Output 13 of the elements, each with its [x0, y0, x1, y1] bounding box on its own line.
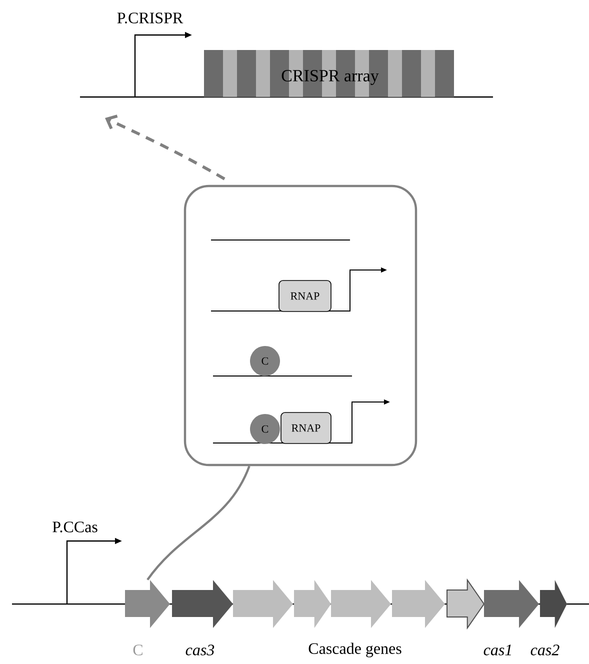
promoter-label: P.CCas: [52, 522, 98, 532]
gene-label: cas3: [186, 644, 214, 656]
gene-label: Cascade genes: [308, 642, 402, 658]
promoter-label: P.CRISPR: [117, 12, 184, 24]
gene-label: C: [133, 644, 142, 656]
rnap-box: RNAP: [280, 412, 332, 444]
gene-label: cas2: [530, 644, 560, 656]
gene-label: cas1: [484, 644, 511, 656]
inset-box: [184, 184, 418, 466]
rnap-box: RNAP: [278, 280, 332, 312]
connector-line: [146, 466, 250, 580]
arrow: [105, 114, 226, 180]
gene-arrow: [125, 580, 170, 628]
